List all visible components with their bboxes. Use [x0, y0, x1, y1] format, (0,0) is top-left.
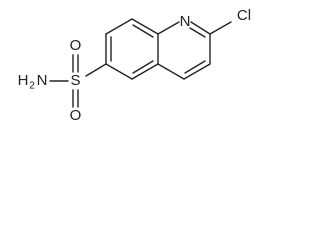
- bond-c6-s: [85, 63, 107, 77]
- oxygen-top-label: O: [70, 37, 82, 54]
- chlorine-label: Cl: [237, 7, 251, 24]
- bond-c2-cl: [209, 21, 232, 35]
- bond-c8a-n1: [157, 21, 180, 35]
- bond-c3-c4: [183, 63, 211, 80]
- benzene-ring-bonds: [105, 18, 159, 80]
- bond-c8a-c8: [131, 18, 159, 35]
- amine-subscript-label: 2: [29, 81, 35, 92]
- bond-n1-c2: [190, 21, 211, 35]
- amine-nitrogen-label: N: [37, 72, 48, 89]
- bond-c8a-c8-inner: [132, 24, 154, 38]
- bond-c4-c4a: [157, 63, 185, 80]
- sulfur-label: S: [70, 72, 80, 89]
- bond-c3-c4-inner: [184, 60, 206, 74]
- substituent-bonds: [49, 21, 232, 108]
- amine-label: H 2 N: [18, 72, 48, 92]
- bond-c6-c5: [105, 63, 133, 80]
- oxygen-bottom-label: O: [70, 107, 82, 124]
- chemical-structure-diagram: N Cl S O O H 2 N: [18, 7, 252, 124]
- bond-c5-c4a: [131, 63, 159, 80]
- bond-c5-c4a-inner: [132, 60, 154, 74]
- amine-hydrogen-label: H: [18, 72, 29, 89]
- bond-c8-c7: [105, 18, 133, 35]
- bond-n1-c2-inner: [189, 27, 206, 38]
- ring-nitrogen-label: N: [180, 13, 191, 30]
- pyridine-ring-bonds: [157, 21, 211, 80]
